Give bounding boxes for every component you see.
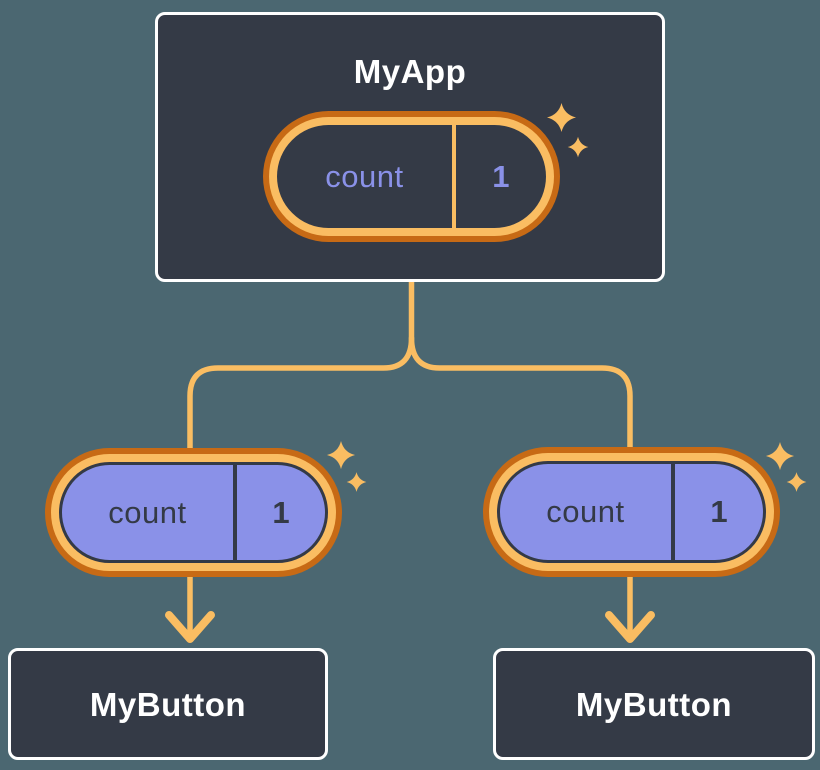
sparkle-icon-small	[346, 472, 367, 492]
prop-pill-divider	[670, 464, 675, 560]
arrowhead-left-icon	[165, 611, 215, 643]
prop-pill-body: count 1	[497, 461, 766, 563]
arrowhead-right-icon	[605, 611, 655, 643]
button-node-title: MyButton	[89, 685, 247, 723]
connector-left-branch	[187, 277, 415, 641]
connector-right-branch	[408, 335, 633, 641]
prop-pill-value: 1	[710, 494, 728, 529]
sparkle-icon-large	[326, 440, 356, 470]
prop-pill-ring: count 1	[489, 453, 774, 571]
state-pill-divider	[451, 125, 456, 228]
prop-pill-label: count	[108, 494, 187, 530]
sparkle-icon-small	[786, 472, 807, 492]
prop-pill-label: count	[546, 494, 625, 529]
button-node-title: MyButton	[575, 685, 733, 723]
state-pill-ring: count 1	[269, 117, 554, 236]
sparkle-icon-large	[546, 102, 577, 133]
prop-pill-left: count 1	[45, 448, 342, 577]
prop-pill-body: count 1	[59, 462, 328, 563]
button-node-left: MyButton	[8, 648, 328, 760]
sparkle-icon-small	[567, 136, 589, 158]
prop-pill-divider	[232, 465, 237, 560]
sparkle-icon-large	[765, 441, 795, 471]
state-pill-value: 1	[492, 158, 510, 194]
button-node-right: MyButton	[493, 648, 815, 760]
prop-pill-value: 1	[272, 494, 290, 530]
state-pill-body: count 1	[277, 125, 546, 228]
app-node-title: MyApp	[353, 53, 467, 90]
prop-pill-right: count 1	[483, 447, 780, 577]
prop-pill-ring: count 1	[51, 454, 336, 571]
state-pill-root: count 1	[263, 111, 560, 242]
state-pill-label: count	[325, 158, 404, 194]
